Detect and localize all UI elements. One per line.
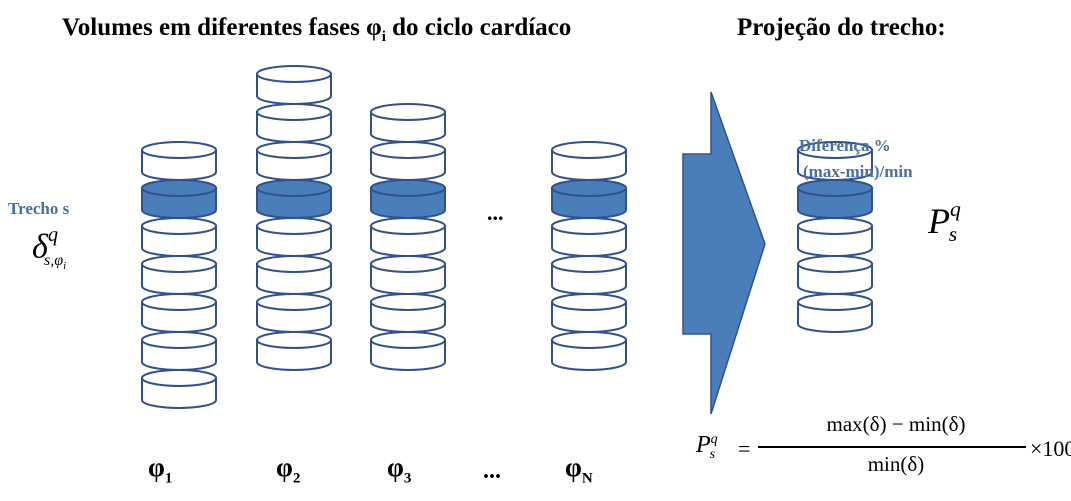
highlighted-segment-disk xyxy=(141,179,217,219)
formula-times-100: ×100 xyxy=(1030,436,1071,461)
difference-label-line2: (max-min)/min xyxy=(803,162,913,181)
disk-stack-phase-2 xyxy=(256,65,332,371)
disk-stack-phase-n xyxy=(551,141,627,371)
segment-disk xyxy=(141,141,217,181)
projection-title: Projeção do trecho: xyxy=(737,14,946,41)
segment-disk xyxy=(370,255,446,295)
segment-disk xyxy=(370,141,446,181)
segment-disk xyxy=(370,103,446,143)
disk-stack-phase-3 xyxy=(370,103,446,371)
percent-difference-formula: Pqs = max(δ) − min(δ) min(δ) ×100 xyxy=(696,412,1071,500)
highlighted-segment-disk xyxy=(256,179,332,219)
phase-label-2: φ2 xyxy=(276,452,301,487)
segment-disk xyxy=(797,293,873,333)
segment-label: Trecho s xyxy=(8,199,70,218)
segment-disk xyxy=(256,103,332,143)
disk-stack-projection xyxy=(797,141,873,333)
highlighted-segment-disk xyxy=(551,179,627,219)
disk-stacks xyxy=(141,65,873,409)
segment-symbol: δqs,φi xyxy=(32,224,67,273)
segment-disk xyxy=(256,293,332,333)
segment-disk xyxy=(551,293,627,333)
difference-label-line1: Diferença % xyxy=(799,136,891,155)
highlighted-segment-disk xyxy=(797,179,873,219)
fraction-bar xyxy=(758,446,1026,448)
segment-disk xyxy=(256,217,332,257)
disk-stack-phase-1 xyxy=(141,141,217,409)
phase-label-ellipsis: ... xyxy=(483,458,501,484)
result-symbol: Pqs xyxy=(928,197,961,247)
segment-disk xyxy=(256,331,332,371)
segment-disk xyxy=(551,141,627,181)
stacks-ellipsis: ... xyxy=(487,200,504,225)
segment-disk xyxy=(551,331,627,371)
segment-disk xyxy=(551,217,627,257)
projection-arrow xyxy=(682,91,766,415)
volumes-title: Volumes em diferentes fases φi do ciclo … xyxy=(62,14,572,45)
phase-label-3: φ3 xyxy=(387,452,412,487)
segment-disk xyxy=(141,217,217,257)
segment-disk xyxy=(256,141,332,181)
segment-disk xyxy=(370,293,446,333)
formula-lhs: Pqs xyxy=(696,432,718,462)
segment-disk xyxy=(797,217,873,257)
segment-disk xyxy=(551,255,627,295)
segment-disk xyxy=(141,255,217,295)
formula-equals: = xyxy=(738,436,751,461)
phase-label-1: φ1 xyxy=(148,452,173,487)
formula-denominator: min(δ) xyxy=(867,452,925,476)
segment-disk xyxy=(256,255,332,295)
segment-disk xyxy=(141,369,217,409)
segment-disk xyxy=(370,217,446,257)
segment-disk xyxy=(797,255,873,295)
formula-numerator: max(δ) − min(δ) xyxy=(826,412,966,436)
highlighted-segment-disk xyxy=(370,179,446,219)
segment-disk xyxy=(370,331,446,371)
segment-disk xyxy=(256,65,332,105)
segment-disk xyxy=(141,331,217,371)
segment-disk xyxy=(141,293,217,333)
phase-label-n: φN xyxy=(565,452,593,487)
